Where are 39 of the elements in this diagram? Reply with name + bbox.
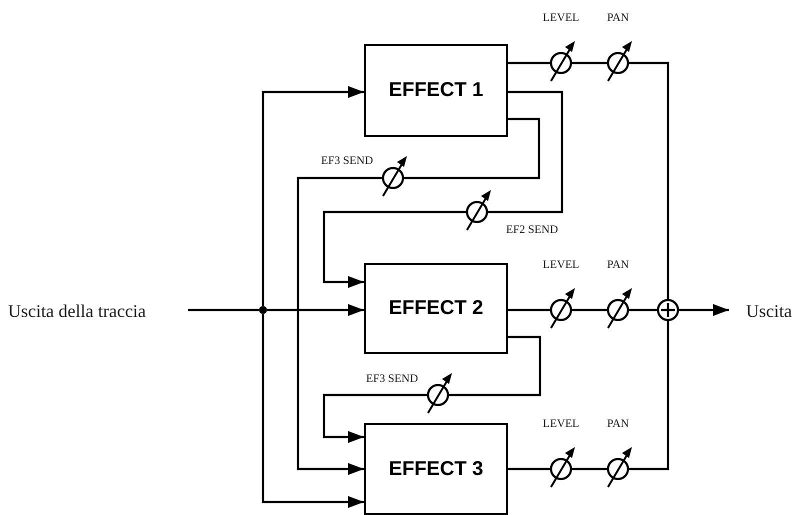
- signal-line: [188, 308, 259, 312]
- control-label: LEVEL: [542, 259, 580, 271]
- signal-text: Uscita della traccia: [8, 300, 146, 322]
- signal-arrow: [322, 210, 466, 288]
- signal-line: [508, 62, 550, 64]
- control-label: EF3 SEND: [366, 373, 418, 385]
- signal-line: [449, 336, 542, 396]
- effect-block: [364, 423, 508, 515]
- signal-line: [404, 118, 540, 180]
- signal-line: [488, 90, 564, 214]
- signal-line: [508, 308, 550, 312]
- signal-line: [572, 468, 607, 470]
- block-label: EFFECT 3: [388, 458, 484, 480]
- effect-block: [364, 263, 508, 354]
- summing-junction-symbol: [657, 299, 679, 321]
- signal-arrow: [262, 314, 364, 508]
- signal-line: [572, 62, 607, 64]
- control-label: EF3 SEND: [320, 155, 374, 167]
- control-label: LEVEL: [542, 418, 580, 430]
- signal-line: [508, 468, 550, 470]
- signal-arrow: [262, 86, 364, 306]
- signal-line: [629, 62, 670, 299]
- control-label: PAN: [607, 259, 629, 271]
- signal-arrow: [296, 176, 382, 475]
- control-label: PAN: [607, 418, 629, 430]
- control-label: EF2 SEND: [506, 224, 558, 236]
- signal-text: Uscita: [746, 300, 792, 322]
- signal-line: [629, 321, 670, 470]
- signal-arrow: [322, 394, 427, 443]
- signal-line: [572, 308, 607, 312]
- block-label: EFFECT 2: [388, 297, 484, 320]
- block-label: EFFECT 1: [388, 79, 484, 102]
- signal-line: [629, 308, 657, 312]
- junction-dot: [259, 306, 267, 314]
- control-label: LEVEL: [542, 12, 580, 24]
- control-label: PAN: [607, 12, 629, 24]
- effect-block: [364, 44, 508, 137]
- signal-arrow: [679, 304, 729, 316]
- signal-arrow: [267, 304, 364, 316]
